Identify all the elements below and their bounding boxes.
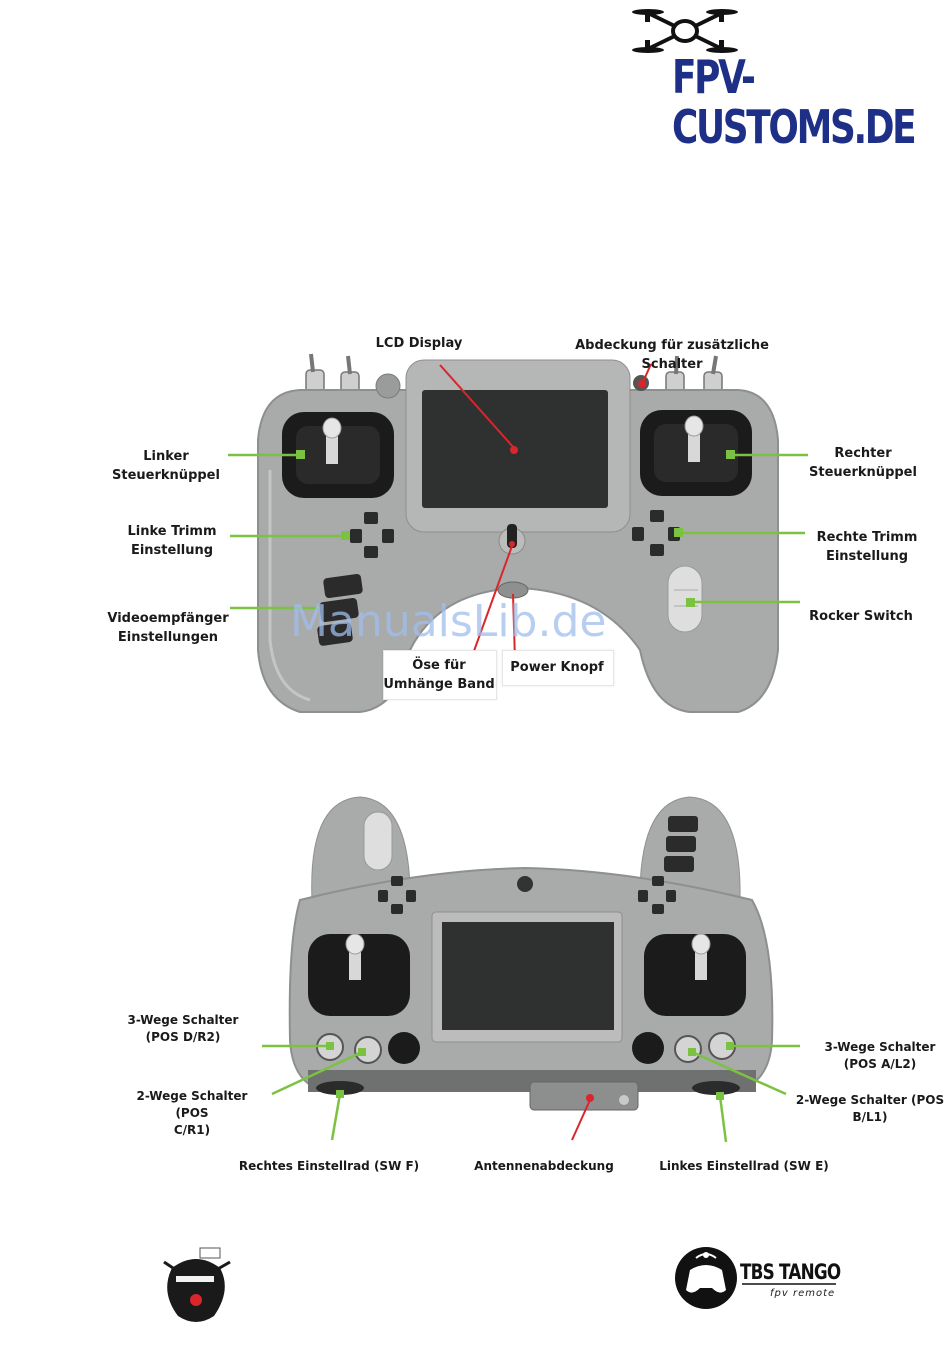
label-antenna: Antennenabdeckung	[474, 1159, 614, 1173]
watermark: ManualsLib.de	[290, 596, 607, 647]
label-video-receiver: Videoempfänger Einstellungen	[107, 611, 229, 645]
tbs-controller-icon	[675, 1247, 737, 1309]
label-cover: Abdeckung für zusätzliche Schalter	[575, 338, 769, 372]
tbs-subtitle: fpv remote	[770, 1288, 836, 1299]
brand-text: FPV-CUSTOMS.DE	[672, 50, 917, 154]
label-two-way-left: 2-Wege Schalter (POS C/R1)	[136, 1089, 248, 1137]
label-right-trim: Rechte Trimm Einstellung	[816, 530, 918, 564]
label-power: Power Knopf	[510, 660, 604, 675]
label-rocker-switch: Rocker Switch	[809, 609, 913, 624]
label-lcd-display: LCD Display	[375, 336, 463, 351]
label-right-wheel: Rechtes Einstellrad (SW F)	[238, 1159, 420, 1173]
label-two-way-right: 2-Wege Schalter (POS B/L1)	[795, 1093, 945, 1124]
lanyard-label-box	[383, 650, 497, 700]
label-left-trim: Linke Trimm Einstellung	[127, 524, 217, 558]
label-three-way-left: 3-Wege Schalter (POS D/R2)	[127, 1013, 239, 1044]
drone-icon	[632, 9, 738, 53]
label-three-way-right: 3-Wege Schalter (POS A/L2)	[824, 1040, 936, 1071]
label-right-stick: Rechter Steuerknüppel	[809, 446, 917, 480]
label-lanyard: Öse für Umhänge Band	[383, 658, 495, 692]
mascot-logo-icon	[163, 1247, 231, 1322]
tbs-title: TBS TANGO	[740, 1260, 841, 1284]
top-toggle-switches	[305, 353, 723, 395]
label-left-wheel: Linkes Einstellrad (SW E)	[659, 1159, 829, 1173]
power-label-box	[502, 650, 614, 686]
label-left-stick: Linker Steuerknüppel	[112, 449, 220, 483]
